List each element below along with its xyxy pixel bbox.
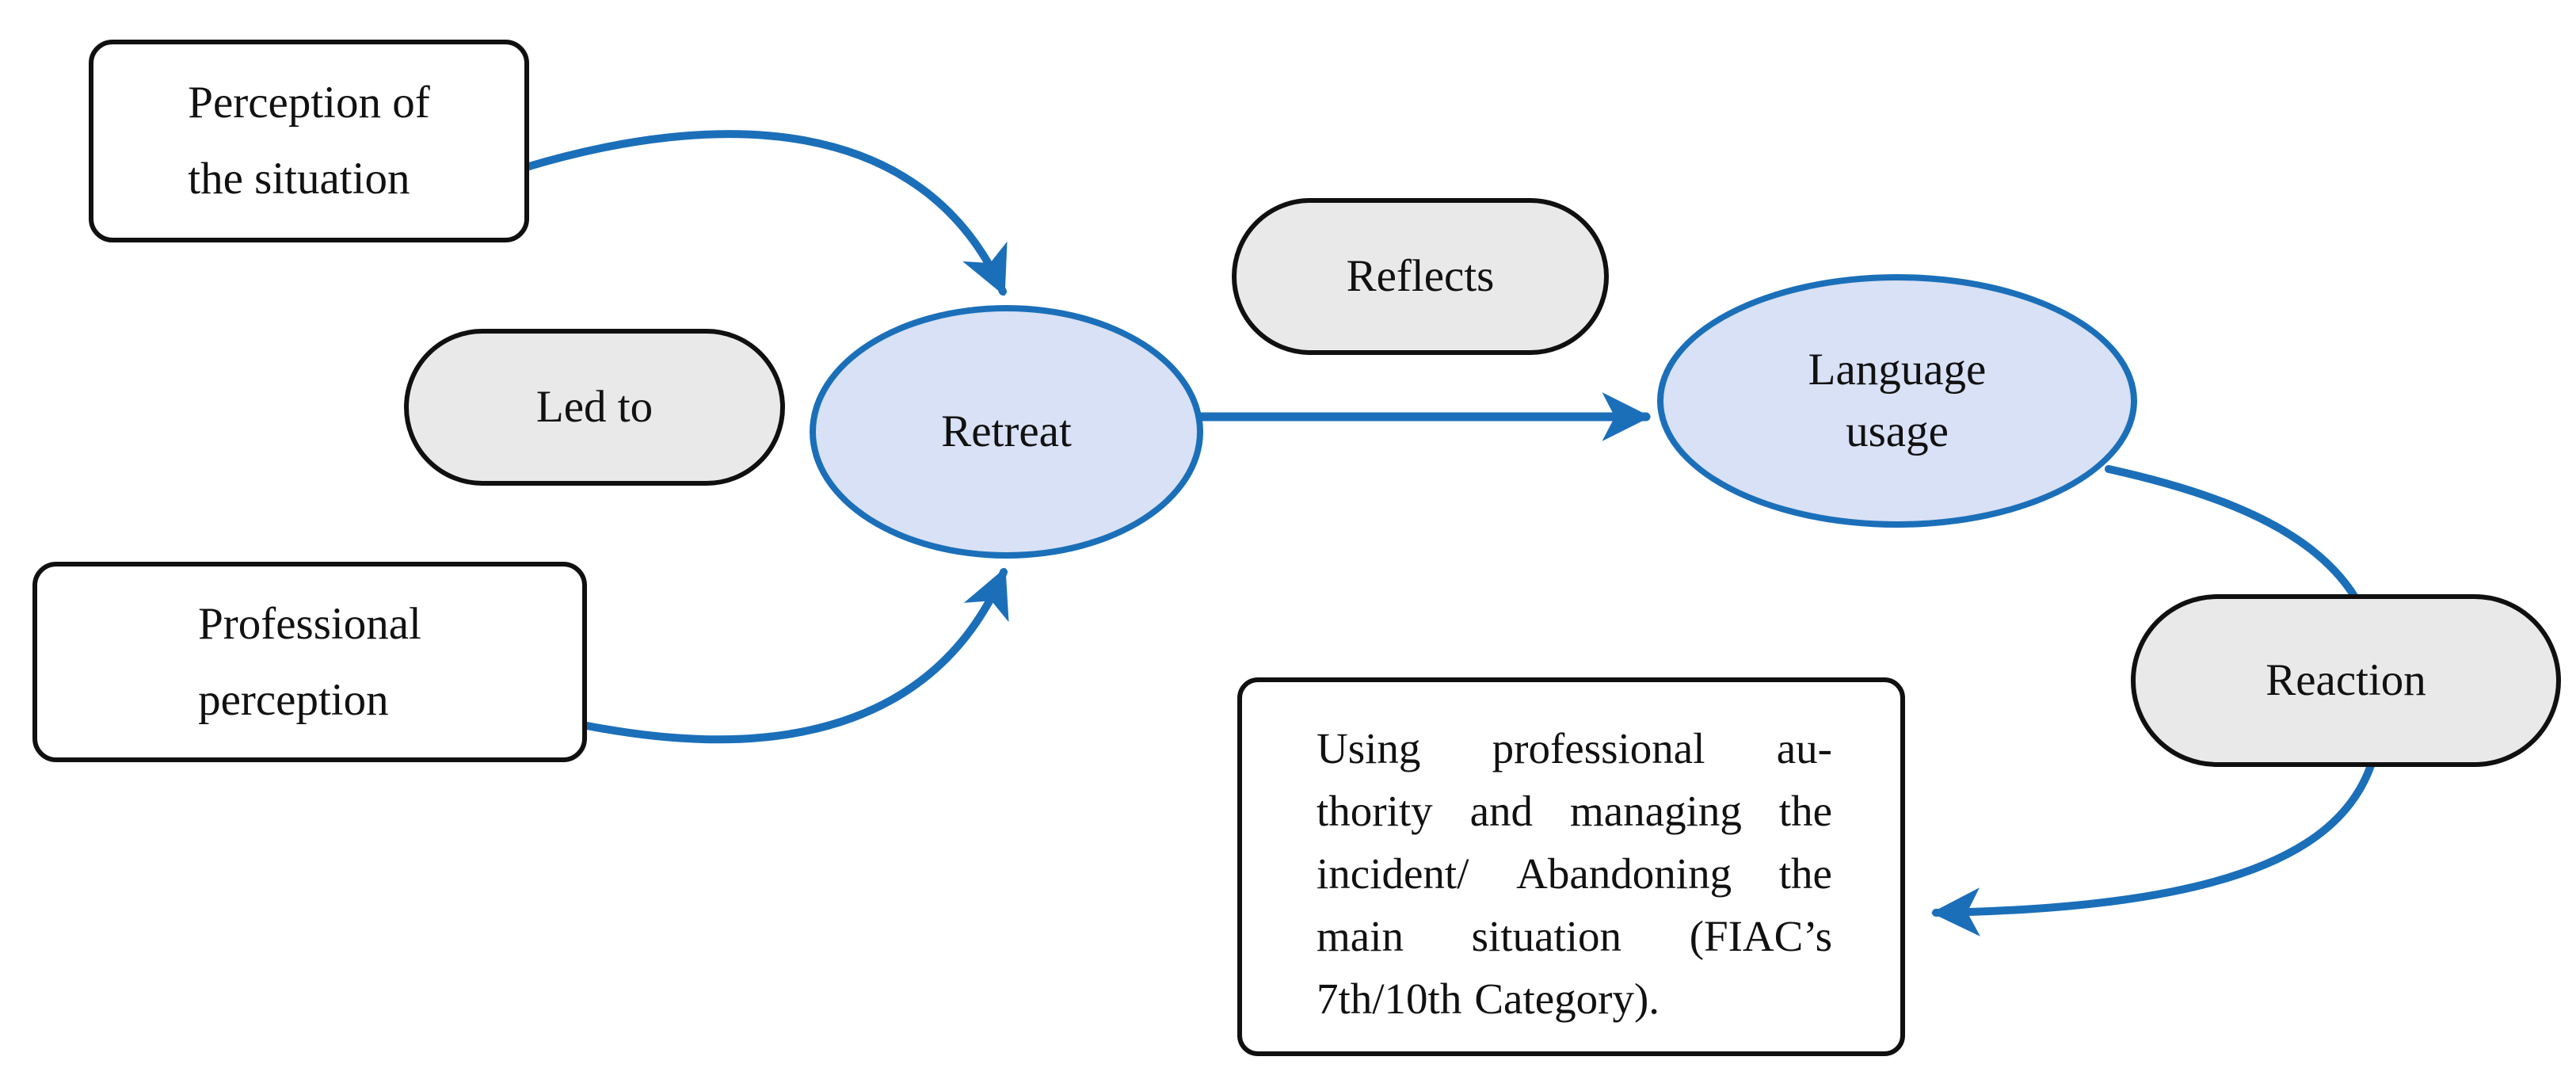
arrow-professional-to-retreat — [583, 567, 1009, 744]
retreat-label: Retreat — [941, 406, 1072, 457]
node-retreat: Retreat — [810, 305, 1203, 559]
led-to-label: Led to — [535, 382, 654, 433]
arrow-perception-to-retreat — [520, 130, 1008, 296]
reaction-label: Reaction — [2265, 655, 2426, 706]
reflects-label: Reflects — [1346, 251, 1495, 302]
connector-label-led-to: Led to — [404, 329, 785, 486]
connector-label-reflects: Reflects — [1232, 198, 1609, 355]
connector-label-reaction: Reaction — [2131, 594, 2561, 767]
